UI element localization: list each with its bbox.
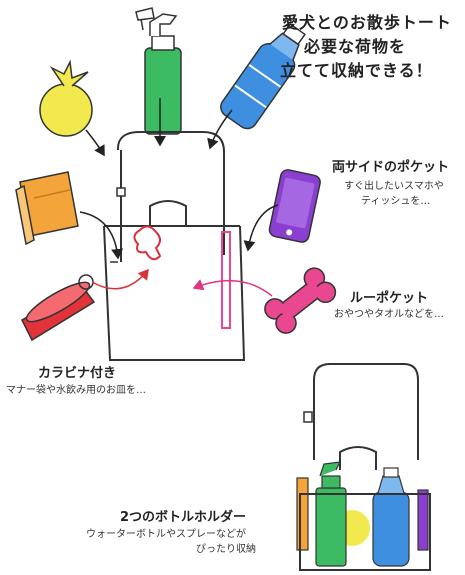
poop-bag-icon <box>39 59 93 137</box>
arrows <box>79 98 279 297</box>
headline-line-3: 立てて収納できる！ <box>280 61 433 80</box>
dog-bone-icon <box>264 267 337 334</box>
side-pockets-desc-2: ティッシュを… <box>361 196 431 207</box>
side-pockets-desc-1: すぐ出したいスマホや <box>344 181 444 192</box>
bottle-holders-desc-1: ウォーターボトルやスプレーなどが <box>86 529 246 540</box>
dog-bowl-icon <box>21 274 96 342</box>
side-pockets-title: 両サイドのポケット <box>332 160 450 175</box>
carabiner-title: カラビナ付き <box>38 366 117 381</box>
carabiner-desc: マナー袋や水飲み用のお皿を… <box>6 385 146 396</box>
loop-pocket-desc: おやつやタオルなどを… <box>334 309 444 320</box>
snack-pack-icon <box>15 171 79 246</box>
smartphone-icon <box>268 169 321 243</box>
bottle-holders-title: 2つのボトルホルダー <box>120 510 247 525</box>
spray-bottle-icon <box>135 7 182 135</box>
headline-line-2: 必要な荷物を <box>304 37 407 56</box>
tote-bag-icon <box>103 131 246 361</box>
tote-bag-with-bottles-icon <box>296 363 431 571</box>
loop-pocket-title: ルーポケット <box>350 291 429 306</box>
bottle-holders-desc-2: ぴったり収納 <box>196 544 256 555</box>
water-bottle-icon <box>220 23 306 130</box>
headline-line-1: 愛犬とのお散歩トート <box>282 13 452 32</box>
